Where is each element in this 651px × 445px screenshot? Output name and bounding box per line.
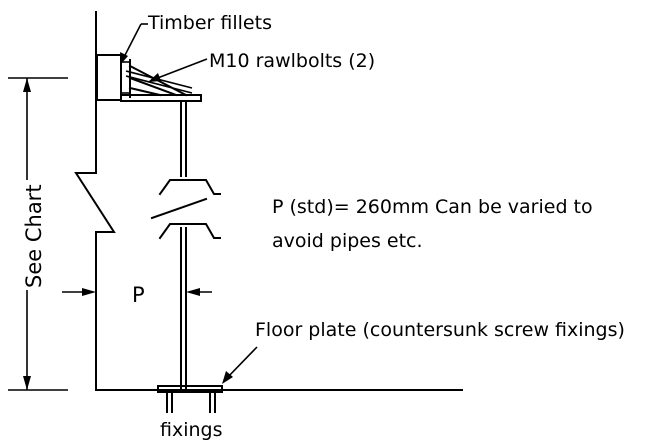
p-label: P [132, 283, 145, 307]
p-std-note-line2: avoid pipes etc. [272, 230, 423, 252]
post-break-symbol [150, 179, 221, 240]
rawlbolts-leader [148, 58, 208, 82]
see-chart-label: See Chart [22, 184, 46, 288]
floor-plate [157, 385, 223, 413]
wall-outline [74, 11, 116, 391]
timber-fillet-block [96, 54, 131, 101]
floor-plate-leader [222, 346, 258, 384]
vertical-post [180, 100, 187, 389]
top-bracket [120, 64, 202, 102]
timber-fillets-leader [120, 23, 148, 64]
p-std-note-line1: P (std)= 260mm Can be varied to [272, 196, 593, 218]
see-chart-dimension [8, 77, 68, 391]
p-dimension [62, 288, 212, 296]
fixings-label: fixings [160, 419, 223, 441]
rawlbolts-label: M10 rawlbolts (2) [209, 50, 375, 72]
floor-plate-label: Floor plate (countersunk screw fixings) [255, 319, 625, 341]
timber-fillets-label: Timber fillets [147, 12, 272, 34]
